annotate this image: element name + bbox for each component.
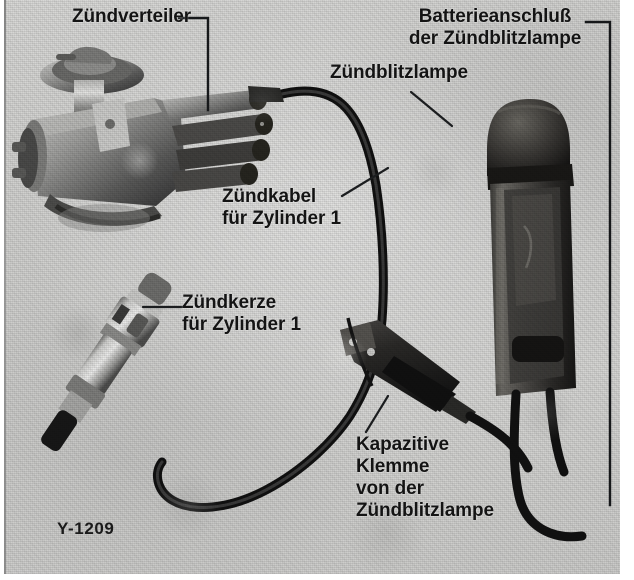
spark-plug bbox=[41, 272, 172, 452]
photo-plate bbox=[4, 0, 620, 574]
capacitive-clamp bbox=[340, 317, 476, 424]
label-capacitive-clamp: Kapazitive Klemme von der Zündblitzlampe bbox=[356, 434, 494, 521]
label-timing-light: Zündblitzlampe bbox=[330, 62, 468, 83]
timing-light bbox=[465, 98, 587, 542]
label-ignition-cable: Zündkabel für Zylinder 1 bbox=[222, 186, 341, 229]
plate-left-edge bbox=[4, 0, 6, 574]
label-battery-connection: Batterieanschluß der Zündblitzlampe bbox=[408, 6, 582, 49]
distributor-body bbox=[12, 46, 284, 232]
label-distributor: Zündverteiler bbox=[72, 6, 192, 27]
figure-caption: Y-1209 bbox=[57, 519, 115, 538]
photo-artwork bbox=[12, 46, 587, 542]
label-spark-plug: Zündkerze für Zylinder 1 bbox=[182, 292, 301, 335]
